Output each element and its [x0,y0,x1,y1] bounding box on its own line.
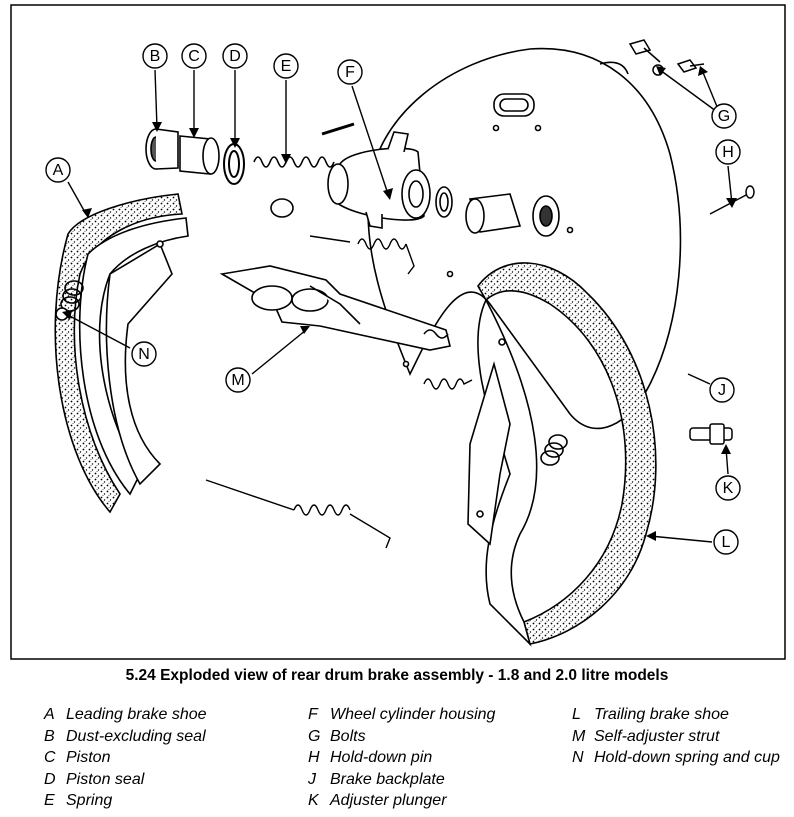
legend-entry: K Adjuster plunger [308,790,558,812]
legend-column-1: A Leading brake shoe B Dust-excluding seal… [44,704,284,812]
legend-text: Dust-excluding seal [66,727,206,745]
dust-excluding-seal [145,128,179,170]
svg-text:D: D [229,48,241,65]
legend-key: G [308,727,321,745]
svg-text:A: A [53,162,64,179]
legend-entry: N Hold-down spring and cup [572,747,790,769]
svg-text:E: E [281,58,292,75]
legend-entry: B Dust-excluding seal [44,726,284,748]
legend-key: L [572,706,581,723]
legend-entry: E Spring [44,790,284,812]
legend-text: Wheel cylinder housing [330,706,496,723]
legend-text: Hold-down pin [330,749,433,766]
adjuster-plunger [689,423,733,445]
svg-text:H: H [722,144,734,161]
callout-N: N [131,341,157,367]
legend-key: N [572,749,584,766]
legend-entry: A Leading brake shoe [44,704,284,726]
legend-text: Piston seal [66,770,145,788]
callout-G: G [711,103,737,129]
lower-return-spring [205,479,391,549]
legend-entry: L Trailing brake shoe [572,704,790,726]
legend-entry: J Brake backplate [308,769,558,791]
legend-key: E [44,792,55,809]
legend-key: K [308,792,319,809]
piston-seal [223,143,245,185]
legend-text: Piston [66,749,111,766]
callout-L: L [713,529,739,555]
arrow-heads [62,66,737,541]
bleed-cap [270,198,294,218]
right-piston-assembly [435,186,560,237]
callout-F: F [337,59,363,85]
callout-H: H [715,139,741,165]
callout-A: A [45,157,71,183]
legend-entry: G Bolts [308,726,558,748]
callout-K: K [715,475,741,501]
legend-text: Bolts [330,727,366,745]
legend-entry: D Piston seal [44,769,284,791]
trailing-brake-shoe [467,262,657,647]
hold-down-spring-right [540,434,568,466]
callout-D: D [222,43,248,69]
legend-key: B [44,727,55,745]
legend-column-2: F Wheel cylinder housing G Bolts H Hold-dow… [308,704,558,812]
legend-key: F [308,706,318,723]
legend-text: Adjuster plunger [330,792,447,809]
svg-text:F: F [345,64,355,81]
legend-text: Hold-down spring and cup [594,749,780,766]
svg-text:M: M [231,372,244,389]
legend-text: Trailing brake shoe [594,706,729,723]
adjuster-spring [423,378,473,390]
svg-text:J: J [718,382,726,399]
piston [179,135,220,175]
wheel-cylinder-housing [327,131,431,229]
legend-text: Self-adjuster strut [594,727,720,745]
legend-text: Leading brake shoe [66,706,207,723]
legend-text: Brake backplate [330,770,445,788]
callout-B: B [142,43,168,69]
locating-pin [321,122,355,136]
legend-entry: H Hold-down pin [308,747,558,769]
callout-C: C [181,43,207,69]
upper-return-spring [309,235,415,275]
exploded-brake-diagram: A B C D E F G H J K L M [10,4,786,660]
legend-key: M [572,727,586,745]
legend: A Leading brake shoe B Dust-excluding seal… [0,704,794,817]
legend-entry: M Self-adjuster strut [572,726,790,748]
legend-key: H [308,749,320,766]
legend-text: Spring [66,792,113,809]
legend-entry: C Piston [44,747,284,769]
svg-text:G: G [718,108,730,125]
legend-key: D [44,770,56,788]
legend-key: J [308,770,316,788]
svg-text:B: B [150,48,161,65]
svg-text:L: L [722,534,731,551]
legend-entry: F Wheel cylinder housing [308,704,558,726]
self-adjuster-strut [219,265,451,351]
legend-column-3: L Trailing brake shoe M Self-adjuster stru… [572,704,790,769]
legend-key: C [44,749,56,766]
svg-text:K: K [723,480,734,497]
cylinder-spring [253,156,335,168]
svg-text:C: C [188,48,200,65]
callout-M: M [225,367,251,393]
legend-key: A [44,706,55,723]
leader-lines [65,69,733,543]
callout-E: E [273,53,299,79]
callout-J: J [709,377,735,403]
hold-down-pin [709,185,755,215]
svg-text:N: N [138,346,150,363]
figure-caption: 5.24 Exploded view of rear drum brake as… [125,667,669,684]
